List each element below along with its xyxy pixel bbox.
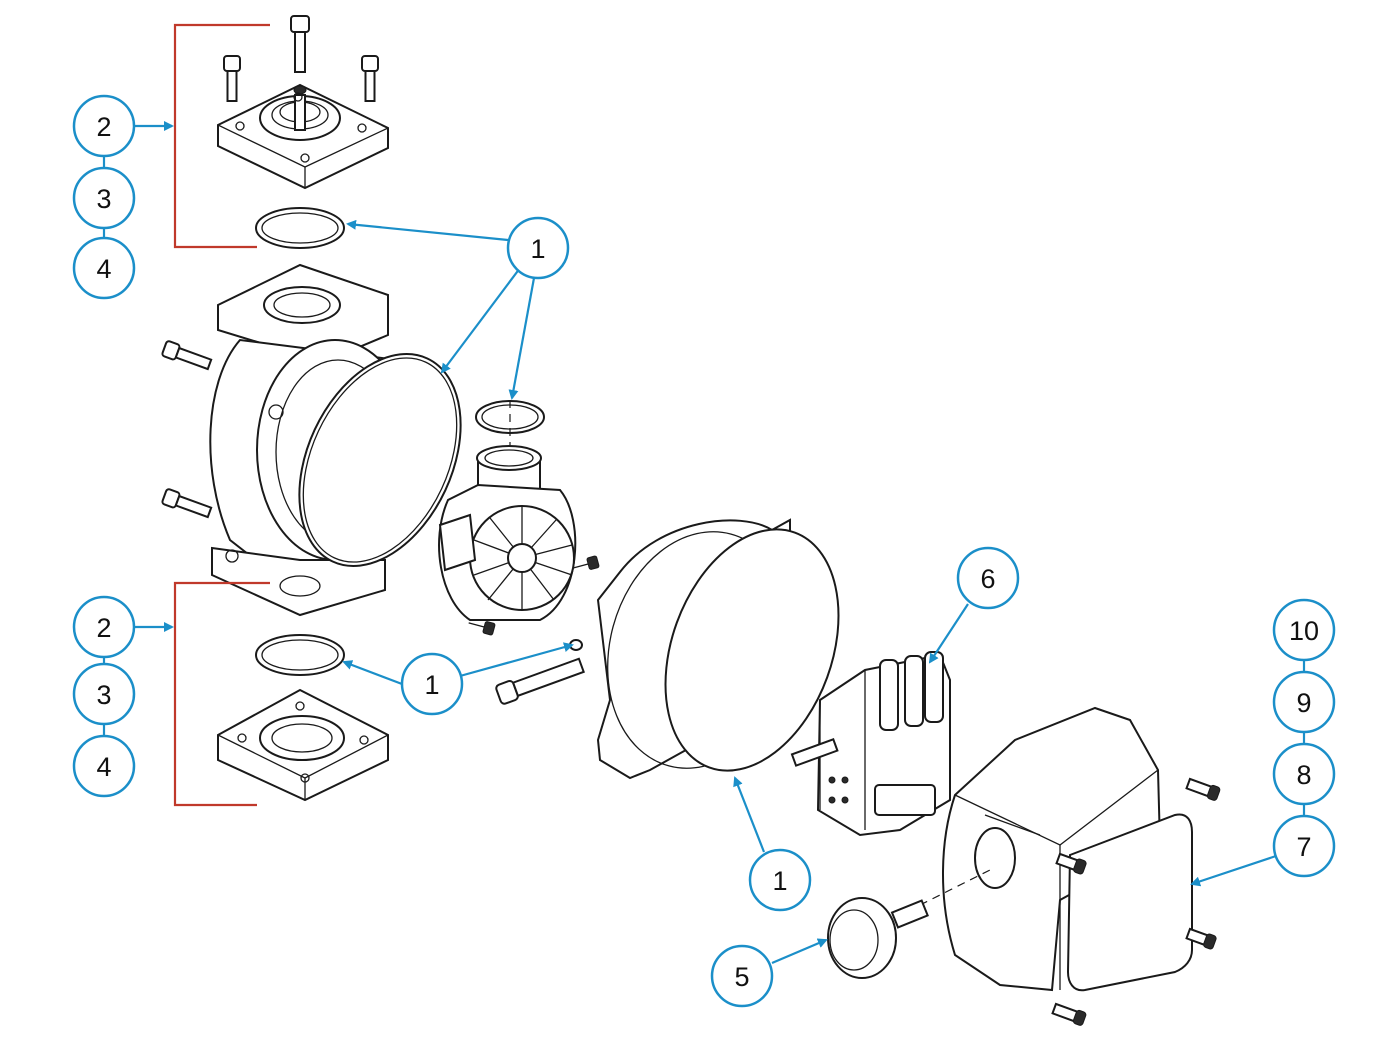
outlet-flange-top [217, 83, 389, 190]
bracket-top [173, 23, 270, 249]
housing-side-bolts [161, 340, 213, 519]
oring-large-housing [298, 353, 462, 567]
oring-top [255, 207, 345, 249]
callout-7-label: 7 [1296, 832, 1311, 862]
control-enclosure [919, 706, 1162, 992]
callout-2-top: 2 [72, 94, 136, 158]
callout-4-top: 4 [72, 236, 136, 300]
oring-bottom [255, 634, 345, 676]
electronics-module [790, 651, 951, 837]
callout-8: 8 [1272, 742, 1336, 806]
callout-10: 10 [1272, 598, 1336, 662]
callout-9: 9 [1272, 670, 1336, 734]
callout-1-middle: 1 [400, 652, 464, 716]
callout-8-label: 8 [1296, 760, 1311, 790]
motor-plate [596, 518, 840, 780]
callout-4-top-label: 4 [96, 254, 111, 284]
lid-screws [1051, 777, 1221, 1026]
callout-1-upper: 1 [506, 216, 570, 280]
inlet-flange-bottom [217, 688, 389, 802]
control-knob [827, 897, 929, 979]
callout-3-top-label: 3 [96, 184, 111, 214]
callout-1-lower: 1 [748, 848, 812, 912]
callout-2-bottom-label: 2 [96, 613, 111, 643]
outlet-flange-bolts [223, 15, 379, 102]
impeller-vanes [473, 506, 573, 610]
callout-1-lower-label: 1 [772, 866, 787, 896]
callout-9-label: 9 [1296, 688, 1311, 718]
callout-3-top: 3 [72, 166, 136, 230]
callout-1-upper-label: 1 [530, 234, 545, 264]
motor-shaft-bolt [495, 639, 585, 705]
callout-4-bottom-label: 4 [96, 752, 111, 782]
callout-2-top-label: 2 [96, 112, 111, 142]
bracket-bottom [173, 581, 270, 807]
callout-6-label: 6 [980, 564, 995, 594]
callout-3-bottom: 3 [72, 662, 136, 726]
callout-3-bottom-label: 3 [96, 680, 111, 710]
enclosure-lid [1066, 813, 1193, 992]
callout-1-middle-label: 1 [424, 670, 439, 700]
callout-5-label: 5 [734, 962, 749, 992]
impeller-screws [468, 555, 600, 636]
callout-6: 6 [956, 546, 1020, 610]
callout-2-bottom: 2 [72, 595, 136, 659]
callout-4-bottom: 4 [72, 734, 136, 798]
impeller-volute [438, 445, 577, 621]
callout-5: 5 [710, 944, 774, 1008]
callout-10-label: 10 [1289, 616, 1319, 646]
oring-impeller-inlet [475, 400, 545, 455]
callout-7: 7 [1272, 814, 1336, 878]
